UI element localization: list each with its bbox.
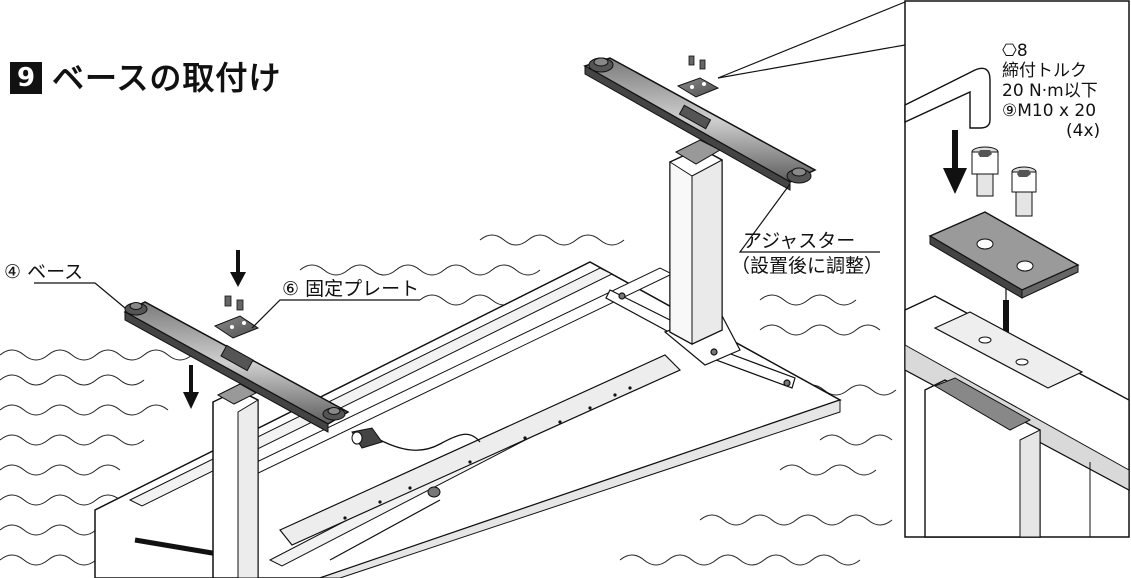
- label-base: ④ ベース: [4, 261, 84, 283]
- detail-leader-lines: [717, 1, 906, 79]
- right-base-bar: [583, 57, 817, 191]
- torque-value: 20 N·m以下: [1002, 81, 1098, 101]
- bolt-small: [1011, 166, 1037, 217]
- detail-fixing-plate: [928, 211, 1080, 299]
- left-leg-column: [212, 383, 259, 578]
- left-base-bar: [123, 301, 350, 433]
- label-leaders: [34, 183, 880, 329]
- step-title: ベースの取付け: [52, 59, 282, 97]
- detail-callout-frame: [904, 0, 1130, 538]
- desktop-panel: [94, 261, 842, 578]
- hex-size-label: ⎔8: [1002, 41, 1028, 61]
- bolt-large: [971, 146, 999, 197]
- right-leg-column: [669, 139, 723, 345]
- bolt-quantity-label: (4x): [1066, 121, 1101, 141]
- left-fixing-plate: [213, 295, 260, 339]
- torque-label: 締付トルク: [1002, 61, 1087, 81]
- label-fixing-plate: ⑥ 固定プレート: [282, 278, 420, 300]
- power-cable: [351, 427, 481, 451]
- bolt-spec-label: ⑨M10 x 20: [1002, 101, 1097, 121]
- down-arrow-icon: [183, 365, 199, 409]
- floor-hatching: [0, 234, 897, 566]
- right-fixing-plate: [676, 55, 720, 98]
- step-number-badge: 9: [10, 62, 42, 94]
- label-adjuster: アジャスター: [743, 230, 856, 252]
- detail-leg-column: [924, 377, 1091, 538]
- down-arrow-icon: [230, 250, 246, 287]
- label-adjuster-note: （設置後に調整）: [731, 255, 884, 277]
